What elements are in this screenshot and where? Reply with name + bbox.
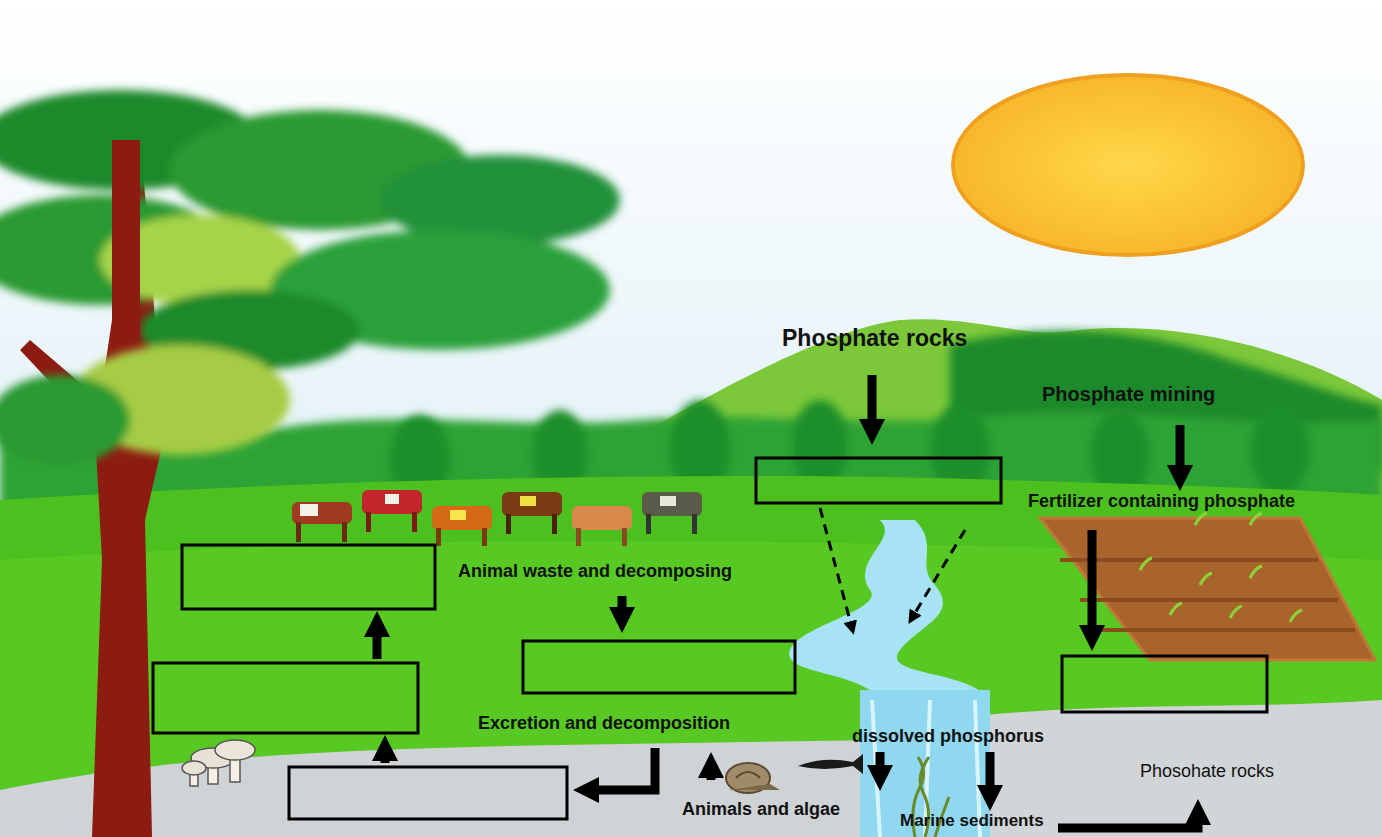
cycle-label: dissolved phosphorus [852,727,1044,747]
cycle-label: Phosphate rocks [782,326,967,351]
cycle-label: Animals and algae [682,800,840,820]
cycle-label: Excretion and decomposition [478,714,730,734]
cycle-label: Fertilizer containing phosphate [1028,492,1295,512]
cycle-label: Phosphate mining [1042,383,1215,405]
cycle-label: Animal waste and decomposing [458,562,732,582]
cycle-label: Phosohate rocks [1140,762,1274,782]
cycle-label: Marine sediments [900,812,1044,831]
